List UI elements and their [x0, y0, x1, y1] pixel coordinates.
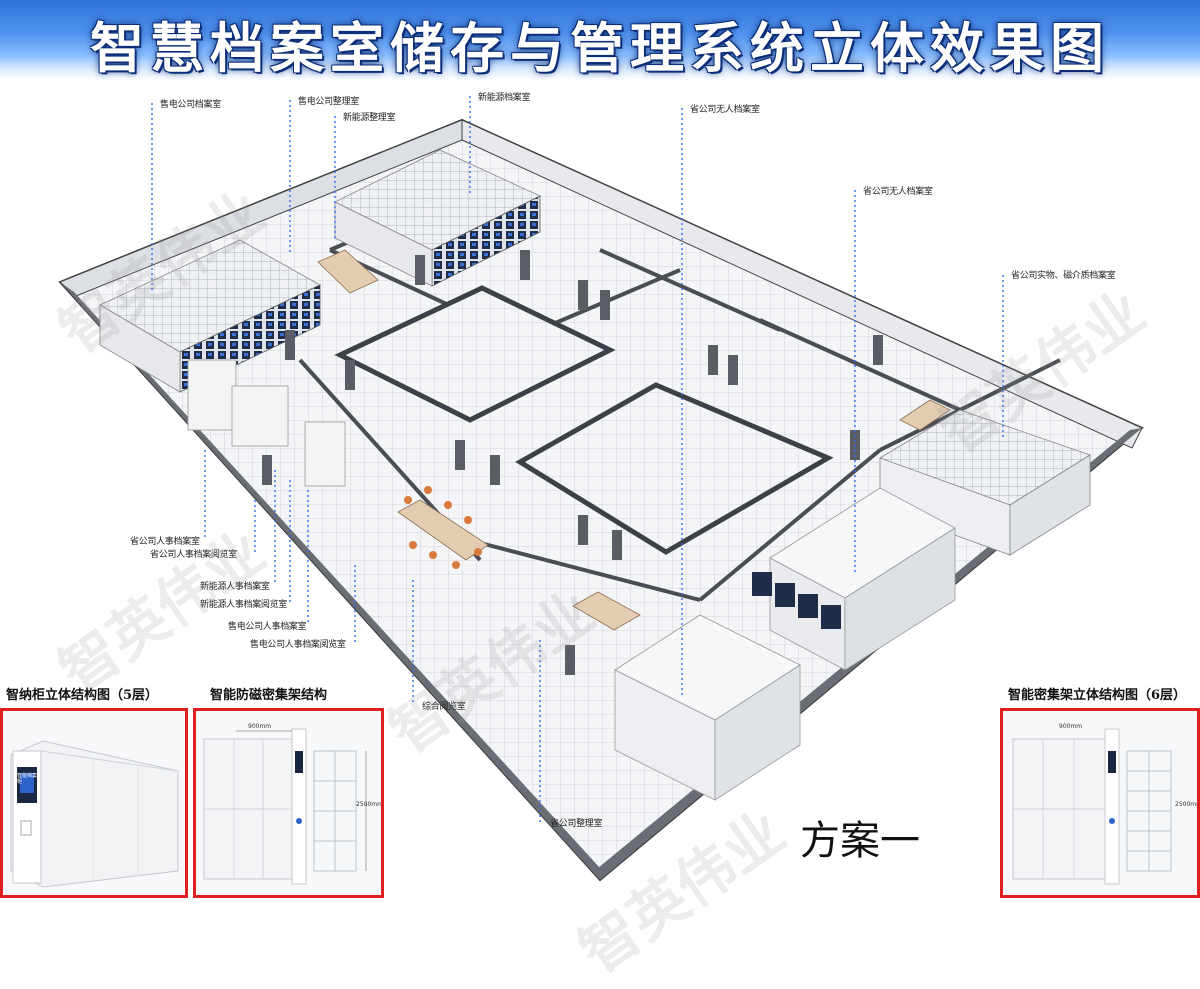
label-sheng-wuren-2: 省公司无人档案室 [863, 187, 933, 197]
isometric-floor-plan [58, 96, 1144, 882]
back-wall-right [461, 119, 1143, 449]
title-banner: 智慧档案室储存与管理系统立体效果图 [0, 0, 1200, 82]
antimagnetic-panel-title: 智能防磁密集架结构 [210, 688, 328, 703]
unmanned-cabinet-block-south [614, 614, 801, 801]
label-sheng-wuren-1: 省公司无人档案室 [690, 105, 760, 115]
compact-structure-image [1012, 728, 1172, 885]
scheme-label: 方案一 [800, 818, 920, 864]
label-shoudian-zhengli: 售电公司整理室 [298, 97, 359, 107]
page-title: 智慧档案室储存与管理系统立体效果图 [90, 16, 1110, 80]
compact-width-dim: 900mm [1059, 723, 1083, 730]
cabinet-screen-text: 智能档案柜 [17, 773, 38, 785]
compact-panel-title: 智能密集架立体结构图（6层） [1008, 688, 1187, 703]
antimagnetic-structure-image [203, 728, 367, 885]
white-cabinet-2 [231, 385, 289, 447]
label-sheng-shiwu: 省公司实物、磁介质档案室 [1011, 271, 1116, 281]
shelving-block-right [879, 409, 1091, 556]
antimagnetic-height-dim: 2500mm [356, 801, 383, 808]
label-sd-renshi-dangan: 售电公司人事档案室 [228, 622, 307, 632]
desk-north [317, 249, 379, 294]
cabinet-panel: 智能档案柜 [0, 708, 188, 898]
compact-height-dim: 2500mm [1175, 801, 1200, 808]
label-sheng-renshi-yuelan: 省公司人事档案阅览室 [150, 550, 238, 560]
front-wall-left [60, 282, 600, 880]
antimagnetic-panel: 900mm 2500mm [193, 708, 384, 898]
desk-south [572, 591, 641, 631]
label-shoudian-dangan: 售电公司档案室 [160, 100, 221, 110]
white-cabinet-3 [304, 421, 346, 487]
antimagnetic-width-dim: 900mm [248, 723, 272, 730]
white-cabinet-1 [187, 359, 237, 431]
compact-panel: 900mm 2500mm [1000, 708, 1200, 898]
label-xinnengyuan-zhengli: 新能源整理室 [343, 113, 396, 123]
shelving-block-top-center [334, 149, 541, 287]
label-sheng-renshi-dangan: 省公司人事档案室 [130, 537, 200, 547]
label-sd-renshi-yuelan: 售电公司人事档案阅览室 [250, 640, 346, 650]
label-xny-renshi-yuelan: 新能源人事档案阅览室 [200, 600, 288, 610]
unmanned-cabinet-block-east [752, 487, 956, 671]
desk-east [899, 399, 951, 431]
cabinet-panel-title: 智纳柜立体结构图（5层） [6, 688, 159, 703]
conference-table [397, 499, 489, 561]
label-sheng-zhengli: 省公司整理室 [550, 819, 603, 829]
label-xinnengyuan-dangan: 新能源档案室 [478, 93, 531, 103]
central-room-north [334, 285, 616, 423]
cabinet-structure-image [10, 740, 179, 888]
label-xny-renshi-dangan: 新能源人事档案室 [200, 582, 270, 592]
central-room-south [515, 382, 834, 555]
label-zonghe-yuelan: 综合阅览室 [422, 702, 466, 712]
